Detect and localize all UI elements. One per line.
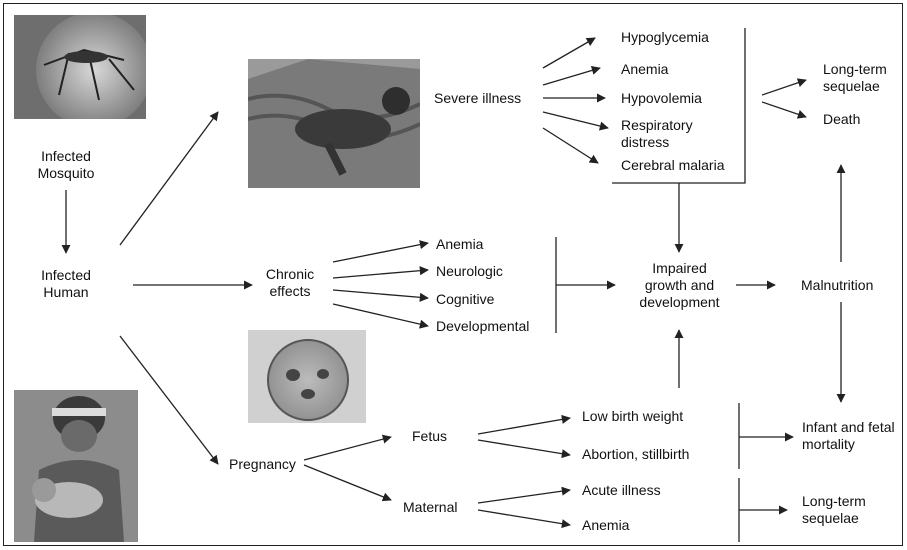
arrow-chronic-developmental	[333, 304, 428, 326]
arrow-pregnancy-maternal	[304, 465, 391, 500]
arrow-to-death	[762, 102, 806, 117]
node-fetus: Fetus	[412, 428, 447, 445]
node-infected-mosquito: Infected Mosquito	[20, 148, 112, 182]
chronic-outcome-anemia: Anemia	[436, 236, 483, 253]
node-long-term-sequelae-top: Long-term sequelae	[823, 61, 887, 95]
arrow-severe-anemia	[543, 68, 600, 85]
node-severe-illness: Severe illness	[434, 90, 521, 107]
arrow-chronic-anemia	[333, 243, 428, 262]
arrow-chronic-cognitive	[333, 290, 428, 298]
arrow-severe-hypoglycemia	[543, 38, 595, 68]
severe-outcome-respiratory-distress: Respiratory distress	[621, 117, 693, 151]
arrow-maternal-anemia	[478, 510, 570, 525]
node-impaired-growth: Impaired growth and development	[622, 260, 737, 311]
arrow-pregnancy-fetus	[304, 437, 391, 460]
fetus-outcome-low-birth-weight: Low birth weight	[582, 408, 683, 425]
node-maternal: Maternal	[403, 499, 457, 516]
severe-outcome-hypoglycemia: Hypoglycemia	[621, 29, 709, 46]
arrow-human-pregnancy	[120, 336, 218, 464]
arrow-chronic-neurologic	[333, 270, 428, 278]
node-pregnancy: Pregnancy	[229, 456, 296, 473]
arrow-fetus-abortion	[478, 440, 570, 455]
maternal-outcome-anemia: Anemia	[582, 517, 629, 534]
fetus-outcome-abortion-stillbirth: Abortion, stillbirth	[582, 446, 689, 463]
node-death: Death	[823, 111, 860, 128]
arrow-severe-respiratory	[543, 112, 608, 128]
severe-outcome-cerebral-malaria: Cerebral malaria	[621, 157, 724, 174]
node-long-term-sequelae-bottom: Long-term sequelae	[802, 493, 866, 527]
arrow-fetus-lbw	[478, 418, 570, 434]
arrow-severe-cerebral	[543, 128, 598, 163]
chronic-outcome-developmental: Developmental	[436, 318, 529, 335]
node-infant-fetal-mortality: Infant and fetal mortality	[802, 419, 895, 453]
severe-outcome-hypovolemia: Hypovolemia	[621, 90, 702, 107]
node-infected-human: Infected Human	[20, 267, 112, 301]
arrow-to-sequelae-top	[762, 80, 806, 95]
chronic-outcome-cognitive: Cognitive	[436, 291, 494, 308]
arrow-human-severe	[120, 112, 218, 245]
arrow-maternal-acute	[478, 490, 570, 503]
severe-outcome-anemia: Anemia	[621, 61, 668, 78]
chronic-outcome-neurologic: Neurologic	[436, 263, 503, 280]
maternal-outcome-acute-illness: Acute illness	[582, 482, 661, 499]
node-chronic-effects: Chronic effects	[250, 266, 330, 300]
node-malnutrition: Malnutrition	[801, 277, 873, 294]
